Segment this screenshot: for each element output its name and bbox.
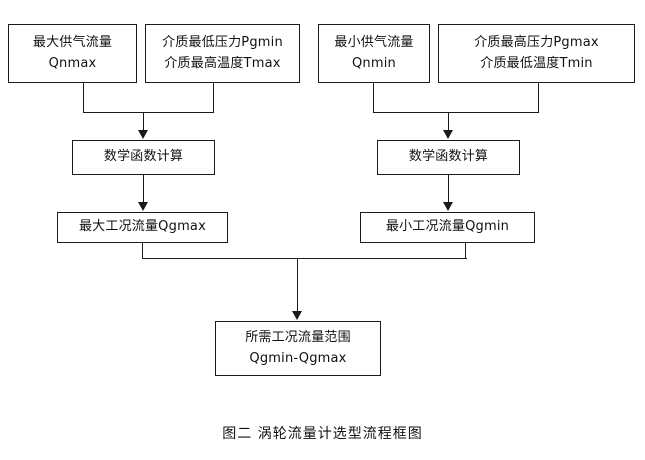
node-math-calc-left-label: 数学函数计算 <box>103 149 184 165</box>
figure-caption: 图二 涡轮流量计选型流程框图 <box>222 426 423 442</box>
arrowhead-min-working-flow <box>443 202 453 211</box>
node-required-flow-range: 所需工况流量范围 Qgmin-Qgmax <box>215 321 381 376</box>
connector-left-merge-drop <box>143 112 144 131</box>
node-min-supply-flow-line1: 最小供气流量 <box>334 34 414 50</box>
node-max-supply-flow-line2: Qnmax <box>48 55 97 71</box>
connector-right-merge-bar <box>373 112 539 113</box>
connector-max-supply-flow-stem <box>83 83 84 112</box>
connector-right-merge-drop <box>448 112 449 131</box>
node-min-working-flow-label: 最小工况流量Qgmin <box>385 219 510 235</box>
node-math-calc-right-label: 数学函数计算 <box>408 149 489 165</box>
arrowhead-right-math-calc <box>443 130 453 139</box>
connector-medium-max-pressure-stem <box>538 83 539 112</box>
node-required-flow-range-line2: Qgmin-Qgmax <box>249 350 347 366</box>
connector-bottom-merge-drop <box>297 258 298 312</box>
node-math-calc-right: 数学函数计算 <box>377 140 520 175</box>
node-math-calc-left: 数学函数计算 <box>72 140 215 175</box>
arrowhead-max-working-flow <box>138 202 148 211</box>
node-medium-min-pressure-line2: 介质最高温度Tmax <box>164 55 281 71</box>
node-min-supply-flow: 最小供气流量 Qnmin <box>318 24 430 83</box>
connector-max-working-flow-stem <box>142 243 143 259</box>
connector-bottom-merge-bar <box>142 258 467 259</box>
node-medium-min-pressure: 介质最低压力Pgmin 介质最高温度Tmax <box>145 24 300 83</box>
node-min-working-flow: 最小工况流量Qgmin <box>360 212 535 243</box>
node-min-supply-flow-line2: Qnmin <box>352 55 396 71</box>
node-medium-max-pressure-line2: 介质最低温度Tmin <box>480 55 593 71</box>
connector-left-calc-to-flow <box>143 175 144 203</box>
node-max-working-flow-label: 最大工况流量Qgmax <box>78 219 206 235</box>
arrowhead-required-flow-range <box>292 311 302 320</box>
node-medium-max-pressure: 介质最高压力Pgmax 介质最低温度Tmin <box>438 24 635 83</box>
arrowhead-left-math-calc <box>138 130 148 139</box>
node-max-supply-flow: 最大供气流量 Qnmax <box>8 24 137 83</box>
node-medium-max-pressure-line1: 介质最高压力Pgmax <box>474 34 599 50</box>
node-max-working-flow: 最大工况流量Qgmax <box>57 212 228 243</box>
connector-left-merge-bar <box>83 112 214 113</box>
node-required-flow-range-line1: 所需工况流量范围 <box>245 329 351 345</box>
node-max-supply-flow-line1: 最大供气流量 <box>32 34 113 50</box>
connector-right-calc-to-flow <box>448 175 449 203</box>
connector-min-supply-flow-stem <box>373 83 374 112</box>
connector-medium-min-pressure-stem <box>213 83 214 112</box>
node-medium-min-pressure-line1: 介质最低压力Pgmin <box>162 34 283 50</box>
connector-min-working-flow-stem <box>465 243 466 259</box>
